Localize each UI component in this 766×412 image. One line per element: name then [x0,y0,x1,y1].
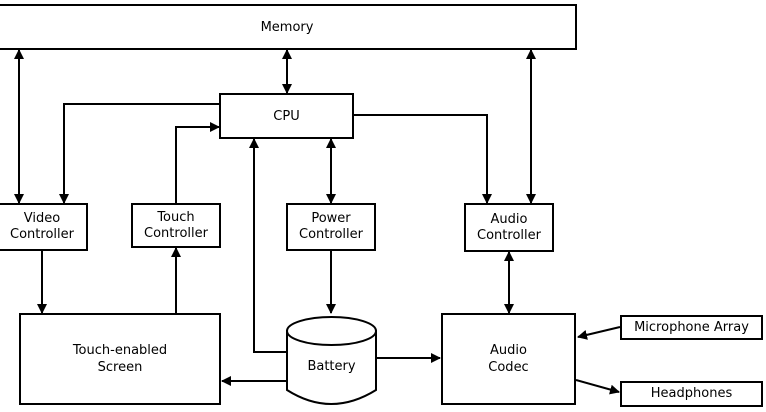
battery-body [286,330,377,405]
audio-controller-block: Audio Controller [464,203,554,252]
video-controller-block: Video Controller [0,203,88,251]
microphone-array-label: Microphone Array [634,319,749,335]
cpu-block: CPU [219,93,354,139]
microphone-array-block: Microphone Array [620,315,763,340]
memory-block: Memory [0,4,577,50]
edge-touch-controller-cpu [175,122,220,204]
power-controller-block: Power Controller [286,203,376,251]
battery-top [286,316,377,346]
edge-cpu-audio-controller [353,114,492,204]
memory-label: Memory [260,19,314,35]
audio-codec-block: Audio Codec [441,313,576,405]
touch-screen-label: Touch-enabled Screen [72,343,168,375]
touch-controller-label: Touch Controller [144,209,208,241]
headphones-block: Headphones [620,381,763,407]
cpu-label: CPU [273,108,300,124]
touch-controller-block: Touch Controller [131,203,221,248]
edge-cpu-video-controller [59,103,220,204]
battery-label: Battery [307,359,356,374]
edge-audio-codec-headphones [575,379,620,395]
audio-controller-label: Audio Controller [477,211,541,243]
edge-microphone-audio-codec [577,326,621,340]
audio-codec-label: Audio Codec [488,343,529,375]
battery-cylinder [286,316,377,405]
edge-battery-cpu [249,138,287,353]
power-controller-label: Power Controller [299,211,363,242]
touch-screen-block: Touch-enabled Screen [19,313,221,405]
video-controller-label: Video Controller [10,211,74,242]
headphones-label: Headphones [650,386,733,401]
